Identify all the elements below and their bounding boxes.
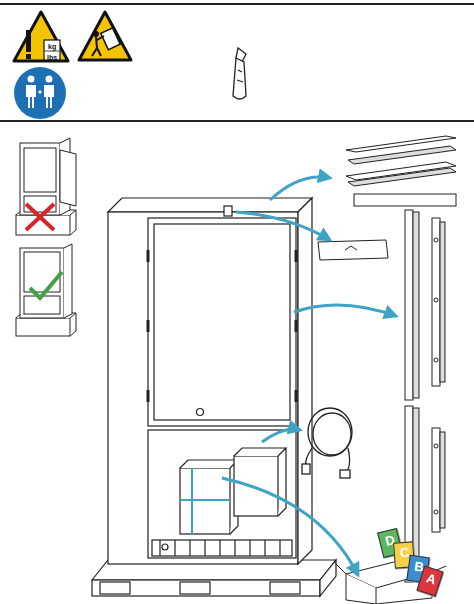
- trim-strips: [346, 136, 456, 206]
- weight-unit: kg: [48, 43, 56, 50]
- two-person-icon: [14, 67, 66, 119]
- rule: [0, 3, 474, 5]
- document-letter: A: [425, 571, 438, 586]
- document-letter: C: [399, 546, 409, 560]
- cover-bracket: [318, 240, 388, 260]
- unpack-arrows: [222, 177, 396, 575]
- rule: [0, 120, 474, 122]
- appliance-body: [92, 198, 336, 596]
- power-cable: [302, 408, 352, 478]
- warning-triangle: [12, 10, 70, 64]
- knife-icon: [233, 48, 246, 99]
- document-box: [334, 560, 446, 604]
- weight-unit: lbs: [47, 54, 57, 61]
- wrong-handling-fridge: [16, 138, 76, 235]
- correct-handling-fridge: [16, 244, 76, 336]
- weight-warning-icon: kg lbs: [12, 10, 70, 64]
- side-rails: [405, 210, 445, 582]
- tip-warning-icon: [79, 12, 131, 60]
